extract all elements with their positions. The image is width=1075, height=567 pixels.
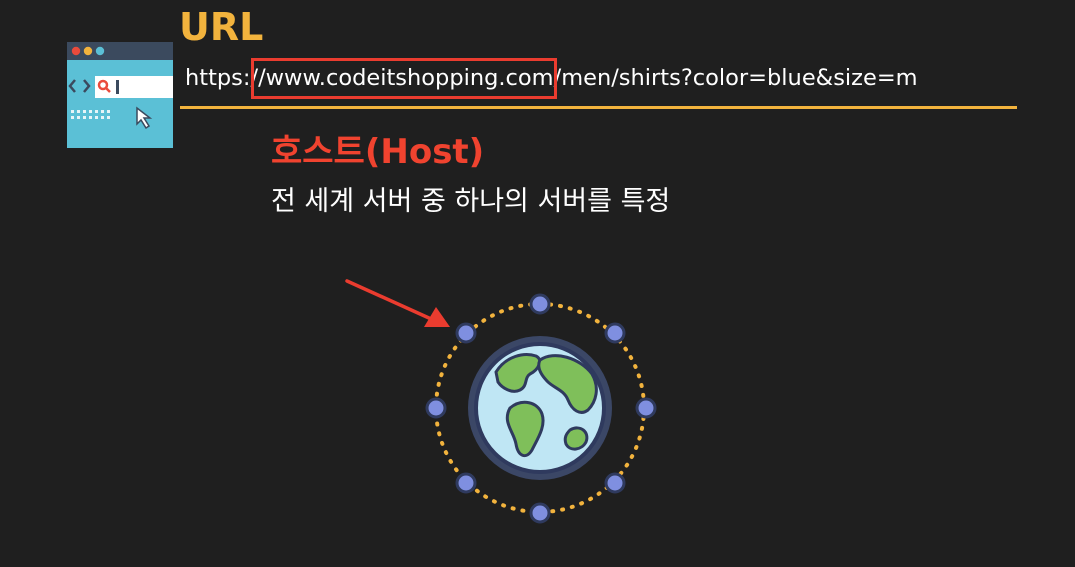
- url-underline: [180, 106, 1017, 109]
- globe-network-icon: [420, 290, 660, 534]
- url-path: /men/shirts?color=blue&size=m: [553, 65, 918, 91]
- red-arrow-icon: [340, 275, 460, 339]
- host-heading: 호스트(Host): [271, 132, 485, 172]
- browser-window-icon: [67, 42, 173, 152]
- url-string: https://www.codeitshopping.com/men/shirt…: [185, 58, 918, 99]
- url-host: /www.codeitshopping.com: [251, 58, 557, 99]
- url-title: URL: [179, 5, 264, 49]
- host-description: 전 세계 서버 중 하나의 서버를 특정: [271, 186, 671, 217]
- url-host-text: /www.codeitshopping.com: [258, 65, 554, 91]
- url-scheme: https:/: [185, 65, 259, 91]
